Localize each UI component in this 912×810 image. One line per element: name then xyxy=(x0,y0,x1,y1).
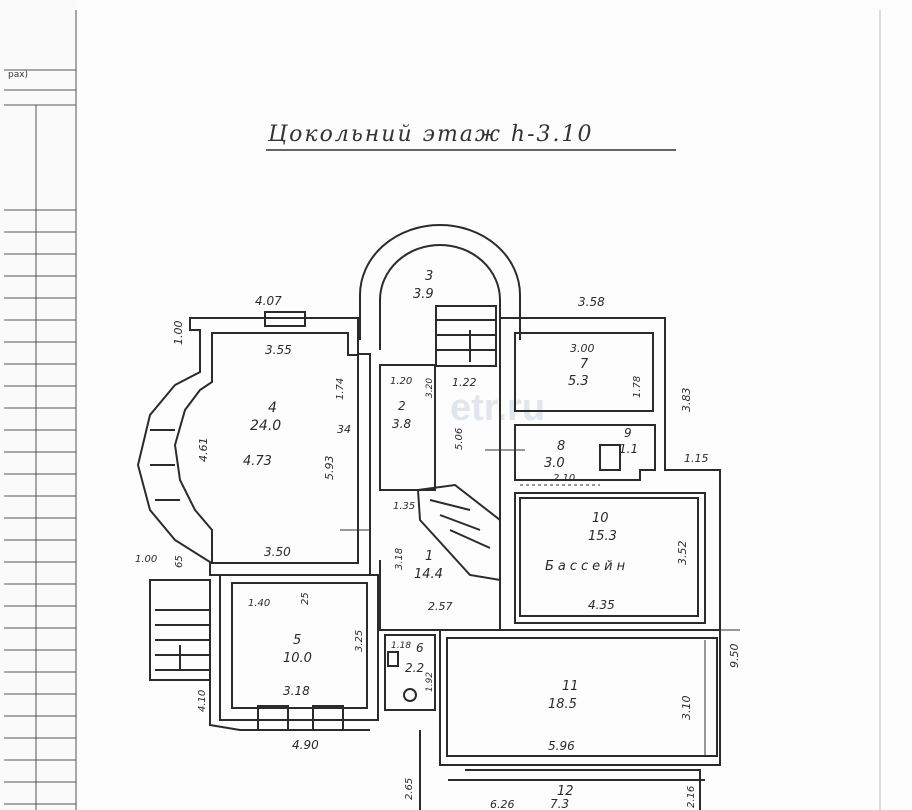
plan-title: Цокольний этаж h-3.10 xyxy=(268,122,594,147)
dim-room11-w: 5.96 xyxy=(548,739,575,753)
room-9-number: 9 xyxy=(624,426,632,440)
dim-room12-right: 2.16 xyxy=(686,786,697,808)
dim-room5-h: 3.25 xyxy=(354,630,365,652)
dim-room5-bottom-outer: 4.90 xyxy=(292,738,319,752)
room-7-area: 5.3 xyxy=(568,374,589,389)
watermark: etr.ru xyxy=(450,387,545,429)
room-2-area: 3.8 xyxy=(392,417,411,431)
room-7-walls xyxy=(514,332,654,412)
dim-stair-h: 4.10 xyxy=(197,690,208,712)
room-5-area: 10.0 xyxy=(283,651,312,666)
room-1-number: 1 xyxy=(425,549,433,564)
room-5-number: 5 xyxy=(293,633,301,648)
stair-left xyxy=(149,579,211,681)
dim-room5-w: 3.18 xyxy=(283,684,310,698)
room-12-area: 7.3 xyxy=(550,797,569,810)
dim-room4-width: 4.73 xyxy=(243,454,272,469)
room-3-number: 3 xyxy=(425,269,433,284)
dimension-lines xyxy=(340,449,740,755)
room-6-area: 2.2 xyxy=(405,661,424,675)
dim-pool-w: 4.35 xyxy=(588,598,615,612)
room-2-walls xyxy=(379,364,436,491)
dimension-labels: 4.07 3.55 1.00 4.61 4.73 5.93 34 1.74 3.… xyxy=(135,294,741,810)
dim-room4-bay: 4.61 xyxy=(197,438,210,463)
dim-room2-w3: 1.22 xyxy=(452,376,477,389)
room-4-walls xyxy=(136,317,371,576)
dim-room1-h: 3.18 xyxy=(394,548,405,570)
room-6-number: 6 xyxy=(416,641,424,655)
room-10-area: 15.3 xyxy=(588,529,617,544)
dim-room4-mark: 34 xyxy=(337,423,351,436)
dim-room2-w1: 1.20 xyxy=(390,376,412,387)
room-6-walls xyxy=(384,634,436,711)
room-3-area: 3.9 xyxy=(413,287,434,302)
dim-room4-bottom: 3.50 xyxy=(264,545,291,559)
room-8-walls xyxy=(514,424,656,481)
room-labels: 3 3.9 4 24.0 2 3.8 7 5.3 8 3.0 9 1.1 10 … xyxy=(250,269,638,810)
dim-room12-partial: 6.26 xyxy=(490,798,515,810)
dim-room1-bottom: 2.57 xyxy=(428,600,453,613)
dim-room1-top: 1.35 xyxy=(393,501,415,512)
dim-room4-left: 1.00 xyxy=(172,321,185,346)
dim-stair-left-mark: 65 xyxy=(174,555,185,568)
room-4-number: 4 xyxy=(268,400,277,416)
room-11-area: 18.5 xyxy=(548,697,577,712)
room-12-walls xyxy=(465,769,701,810)
dim-room4-small: 1.74 xyxy=(335,378,346,400)
room-11-walls xyxy=(446,637,718,757)
dim-room11-h: 3.10 xyxy=(680,696,693,721)
dim-room2-w2: 3.20 xyxy=(425,378,435,398)
room-8-number: 8 xyxy=(557,439,565,454)
margin-label: рах) xyxy=(8,70,29,80)
room-9-area: 1.1 xyxy=(619,442,638,456)
dim-room4-top-inner: 3.55 xyxy=(265,343,292,357)
dim-room7-w: 3.00 xyxy=(570,342,595,355)
dim-bottom-h: 2.65 xyxy=(404,778,415,800)
dim-stair-left-w: 1.00 xyxy=(135,554,157,565)
room-3-walls xyxy=(359,224,521,340)
dim-pool-h: 3.52 xyxy=(676,541,689,566)
dim-room5-top: 1.40 xyxy=(248,598,270,609)
room-4-area: 24.0 xyxy=(250,418,281,434)
room-7-number: 7 xyxy=(580,357,589,372)
dim-room7-top-outer: 3.58 xyxy=(578,295,605,309)
dim-room7-h: 1.78 xyxy=(632,376,643,398)
margin-table xyxy=(4,10,881,810)
dim-room2-h: 5.06 xyxy=(454,428,465,450)
room-10-name: Бассейн xyxy=(545,559,629,574)
room-12-number: 12 xyxy=(557,784,574,799)
dim-room6-w: 1.18 xyxy=(391,641,411,651)
room-8-area: 3.0 xyxy=(544,456,565,471)
margin-strip xyxy=(0,0,78,810)
room-5-walls xyxy=(231,582,368,709)
room-10-walls xyxy=(514,492,706,624)
dim-right-step: 1.15 xyxy=(684,452,709,465)
room-10-number: 10 xyxy=(592,511,609,526)
dim-corridor-w: 2.10 xyxy=(553,473,575,484)
dim-room5-mark: 25 xyxy=(300,592,311,605)
room-2-number: 2 xyxy=(398,399,406,413)
room-1-area: 14.4 xyxy=(414,567,443,582)
dim-total-right: 9.50 xyxy=(728,644,741,669)
dim-room6-h: 1.92 xyxy=(425,672,435,692)
room-11-number: 11 xyxy=(562,679,579,694)
dim-right-wall: 3.83 xyxy=(680,388,693,413)
dim-room4-top-outer: 4.07 xyxy=(255,294,282,308)
walls xyxy=(136,224,721,810)
dim-room4-right: 5.93 xyxy=(323,456,336,481)
